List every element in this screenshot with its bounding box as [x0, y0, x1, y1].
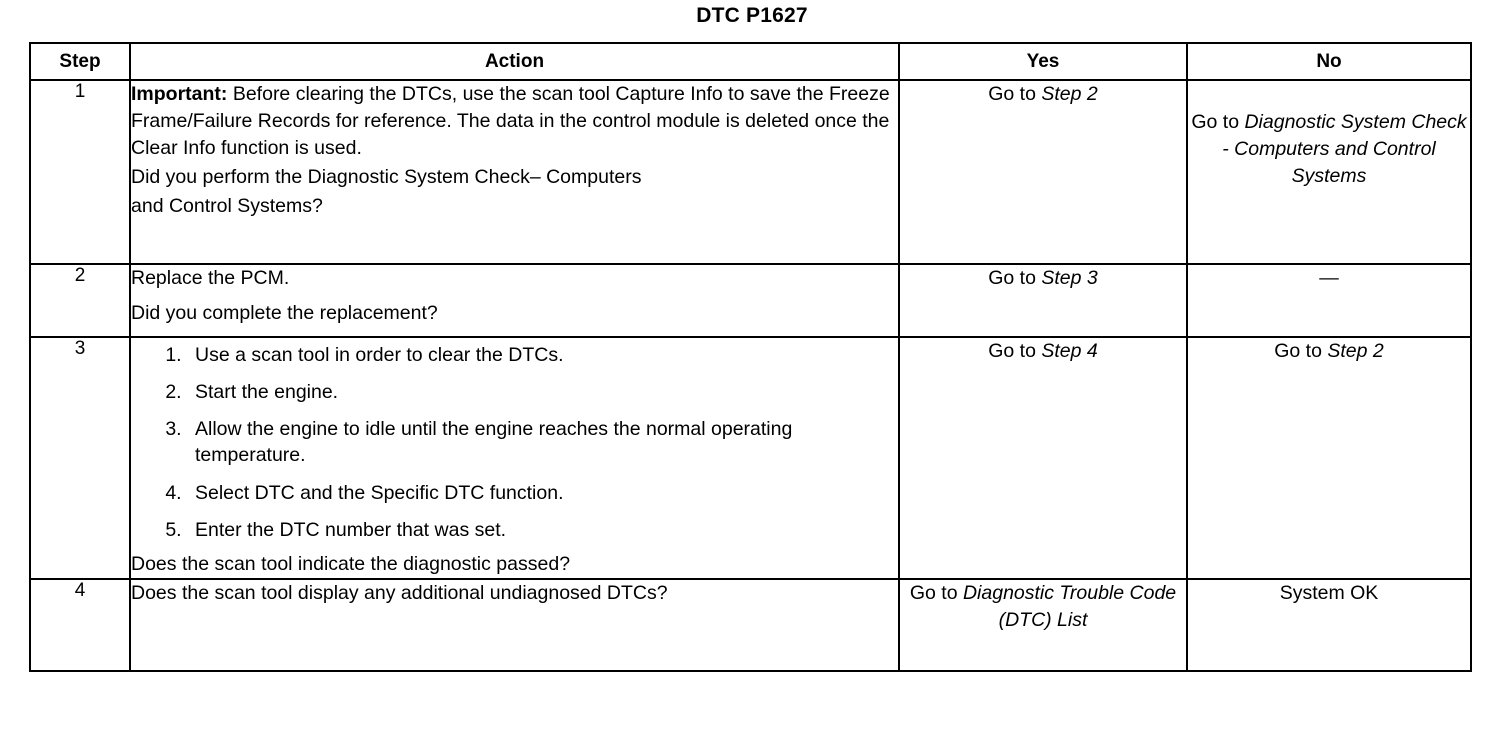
no-target-reference: Diagnostic System Check - Computers and … [1222, 111, 1467, 187]
no-result-cell: Go to Step 2 [1186, 336, 1472, 580]
table-header-row: Step Action Yes No [29, 42, 1472, 81]
step-number-cell: 3 [29, 336, 131, 580]
yes-prefix: Go to [988, 267, 1042, 289]
page-title: DTC P1627 [696, 4, 808, 27]
list-item: Use a scan tool in order to clear the DT… [187, 342, 898, 368]
no-prefix: Go to [1191, 111, 1245, 133]
yes-target-reference: Step 2 [1041, 83, 1098, 105]
yes-target-reference: Step 3 [1041, 267, 1098, 289]
action-question: Did you complete the replacement? [131, 301, 438, 324]
no-target-reference: — [1319, 267, 1339, 289]
action-question: Does the scan tool display any additiona… [131, 581, 668, 604]
yes-result-cell: Go to Step 4 [898, 336, 1188, 580]
column-header-yes: Yes [898, 42, 1188, 81]
action-numbered-list: Use a scan tool in order to clear the DT… [131, 342, 898, 543]
column-header-action: Action [129, 42, 900, 81]
column-header-no: No [1186, 42, 1472, 81]
yes-result-cell: Go to Step 3 [898, 263, 1188, 338]
yes-result-cell: Go to Step 2 [898, 79, 1188, 265]
yes-prefix: Go to [988, 83, 1042, 105]
table-row: 4 Does the scan tool display any additio… [29, 577, 1472, 672]
important-label: Important: [131, 83, 228, 105]
list-item: Select DTC and the Specific DTC function… [187, 480, 898, 506]
table-row: 2 Replace the PCM. Did you complete the … [29, 263, 1472, 338]
yes-target-reference: Diagnostic Trouble Code (DTC) List [962, 581, 1177, 631]
action-cell: Does the scan tool display any additiona… [129, 577, 900, 672]
no-target-reference: System OK [1279, 581, 1379, 604]
yes-result-cell: Go to Diagnostic Trouble Code (DTC) List [898, 577, 1188, 672]
yes-target-reference: Step 4 [1041, 340, 1098, 362]
no-prefix: Go to [1274, 340, 1328, 362]
action-cell: Important: Before clearing the DTCs, use… [129, 79, 900, 265]
diagnostic-table: Step Action Yes No 1 Important: Before c… [29, 42, 1472, 672]
step-number-cell: 1 [29, 79, 131, 265]
list-item: Start the engine. [187, 379, 898, 405]
action-question-line-1: Did you perform the Diagnostic System Ch… [131, 165, 642, 188]
important-text: Before clearing the DTCs, use the scan t… [131, 83, 890, 159]
yes-prefix: Go to [909, 581, 963, 604]
no-result-cell: Go to Diagnostic System Check - Computer… [1186, 79, 1472, 265]
action-cell: Replace the PCM. Did you complete the re… [129, 263, 900, 338]
yes-prefix: Go to [988, 340, 1042, 362]
important-note: Important: Before clearing the DTCs, use… [131, 81, 898, 162]
action-question: Does the scan tool indicate the diagnost… [131, 552, 571, 575]
no-result-cell: — [1186, 263, 1472, 338]
step-number-cell: 2 [29, 263, 131, 338]
table-row: 1 Important: Before clearing the DTCs, u… [29, 79, 1472, 265]
list-item: Enter the DTC number that was set. [187, 517, 898, 543]
action-line-1: Replace the PCM. [131, 267, 290, 289]
no-target-reference: Step 2 [1327, 340, 1384, 362]
list-item: Allow the engine to idle until the engin… [187, 416, 898, 468]
column-header-step: Step [29, 42, 131, 81]
action-question-line-2: and Control Systems? [131, 194, 323, 217]
no-result-cell: System OK [1186, 577, 1472, 672]
action-cell: Use a scan tool in order to clear the DT… [129, 336, 900, 580]
table-row: 3 Use a scan tool in order to clear the … [29, 336, 1472, 580]
step-number-cell: 4 [29, 577, 131, 672]
